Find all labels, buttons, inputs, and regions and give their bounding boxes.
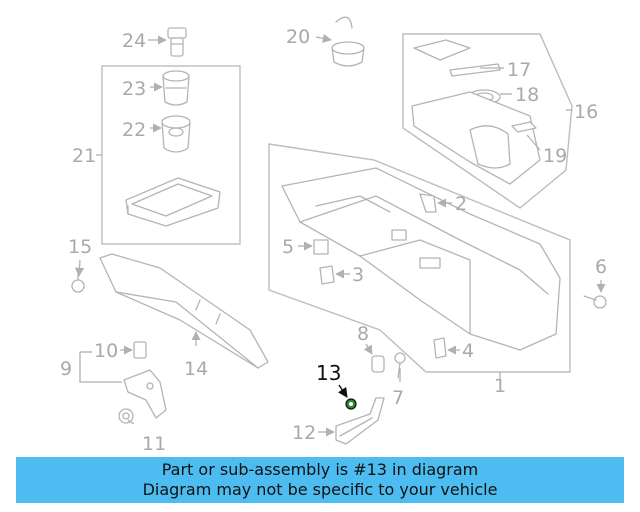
part-8-cap bbox=[371, 355, 385, 373]
callout-9: 9 bbox=[60, 358, 72, 380]
callout-17: 17 bbox=[507, 59, 531, 81]
callout-19: 19 bbox=[543, 145, 567, 167]
callout-5: 5 bbox=[282, 236, 294, 258]
callout-10: 10 bbox=[94, 340, 118, 362]
part-3-bracket bbox=[319, 265, 335, 285]
callout-2: 2 bbox=[455, 193, 467, 215]
callout-18: 18 bbox=[515, 84, 539, 106]
callout-13: 13 bbox=[316, 361, 341, 385]
banner-line-1: Part or sub-assembly is #13 in diagram bbox=[161, 460, 479, 479]
callout-22: 22 bbox=[122, 119, 146, 141]
part-23-sleeve bbox=[162, 70, 190, 106]
part-4-clip bbox=[433, 337, 447, 359]
callout-16: 16 bbox=[574, 101, 598, 123]
info-banner: Part or sub-assembly is #13 in diagram D… bbox=[16, 457, 624, 503]
part-22-retainer bbox=[161, 115, 191, 153]
part-6-bolt bbox=[583, 295, 607, 309]
part-21-tray bbox=[125, 177, 221, 227]
part-5-clip bbox=[313, 239, 329, 255]
callout-7: 7 bbox=[392, 387, 404, 409]
part-17-trim bbox=[413, 39, 501, 77]
callout-15: 15 bbox=[68, 236, 92, 258]
callout-8: 8 bbox=[357, 323, 369, 345]
callout-6: 6 bbox=[595, 256, 607, 278]
part-10-clip bbox=[133, 341, 147, 359]
part-11-nut bbox=[118, 408, 134, 424]
part-20-lid bbox=[331, 16, 365, 67]
callout-11: 11 bbox=[142, 433, 166, 455]
part-24-plug bbox=[167, 27, 187, 57]
callout-1: 1 bbox=[494, 375, 506, 397]
part-7-screw bbox=[394, 352, 406, 379]
banner-line-2: Diagram may not be specific to your vehi… bbox=[142, 480, 498, 499]
part-15-clip bbox=[71, 269, 85, 293]
part-2-clip bbox=[419, 193, 437, 213]
callout-14: 14 bbox=[184, 358, 208, 380]
callout-23: 23 bbox=[122, 78, 146, 100]
callout-3: 3 bbox=[352, 264, 364, 286]
callout-12: 12 bbox=[292, 422, 316, 444]
callout-24: 24 bbox=[122, 30, 146, 52]
part-9-bracket bbox=[123, 369, 167, 419]
part-12-bracket bbox=[335, 397, 385, 445]
callout-21: 21 bbox=[72, 145, 96, 167]
part-1-console bbox=[281, 167, 561, 351]
group-1-frame bbox=[268, 143, 571, 373]
part-13-nut bbox=[345, 398, 357, 410]
group-16-frame bbox=[402, 33, 573, 209]
callout-20: 20 bbox=[286, 26, 310, 48]
part-14-panel bbox=[99, 253, 269, 369]
callout-4: 4 bbox=[462, 340, 474, 362]
part-19-mat bbox=[411, 91, 541, 185]
